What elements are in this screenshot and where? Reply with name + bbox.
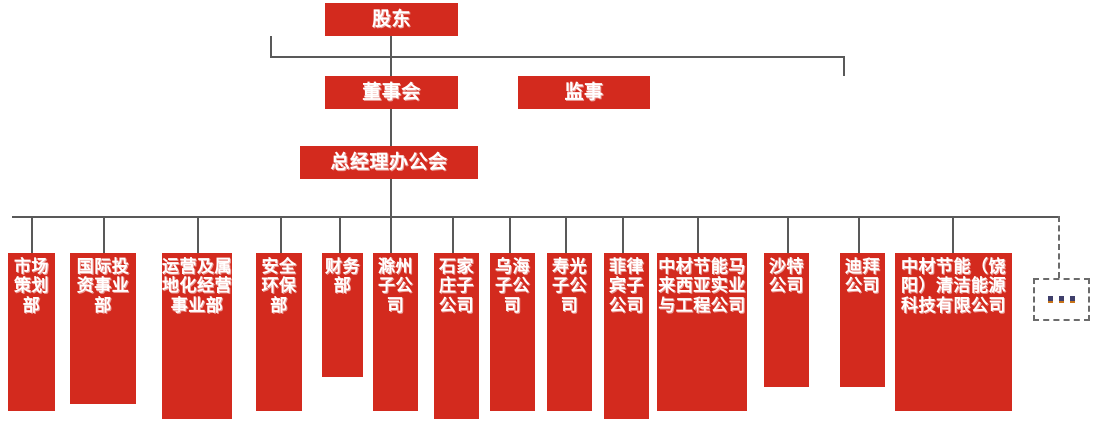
node-label: 沙特公司 [769,257,804,296]
node-malaysia[interactable]: 中材节能马来西亚实业与工程公司 [657,253,747,411]
ellipsis-icon [1048,296,1075,303]
node-label: 市场策划部 [14,257,49,315]
node-label: 股东 [371,8,411,30]
node-board[interactable]: 董事会 [325,76,458,109]
node-label: 运营及属地化经营事业部 [162,257,232,315]
drop-ops-localization [197,216,199,253]
drop-more-placeholder [1058,216,1060,278]
node-chuzhou[interactable]: 滁州子公司 [373,253,418,411]
node-label: 寿光子公司 [552,257,587,315]
node-label: 中材节能（饶阳）清洁能源科技有限公司 [901,257,1006,315]
node-wuhai[interactable]: 乌海子公司 [490,253,535,411]
node-supervisor[interactable]: 监事 [518,76,650,109]
node-label: 国际投资事业部 [76,257,130,315]
drop-chuzhou [390,216,392,253]
node-shijiazhuang[interactable]: 石家庄子公司 [434,253,479,419]
drop-market-planning [31,216,33,253]
node-shouguang[interactable]: 寿光子公司 [547,253,592,411]
node-more-placeholder[interactable] [1033,278,1090,321]
node-label: 菲律宾子公司 [609,257,644,315]
connector-level4-bus [12,216,1059,218]
drop-finance [339,216,341,253]
node-label: 滁州子公司 [378,257,413,315]
drop-philippines [622,216,624,253]
connector-supervisor-up [843,56,845,76]
node-safety-env[interactable]: 安全环保部 [256,253,302,411]
node-intl-investment[interactable]: 国际投资事业部 [70,253,136,404]
connector-board-down [390,109,392,146]
node-label: 总经理办公会 [330,151,448,173]
connector-level2-bus [270,56,845,58]
node-label: 监事 [564,81,604,103]
node-shareholders[interactable]: 股东 [325,3,458,36]
node-label: 财务部 [325,257,360,296]
node-ops-localization[interactable]: 运营及属地化经营事业部 [162,253,232,419]
connector-shareholders-down [270,36,272,58]
drop-saudi [787,216,789,253]
drop-raoyang [952,216,954,253]
node-label: 中材节能马来西亚实业与工程公司 [658,257,746,315]
node-label: 乌海子公司 [495,257,530,315]
drop-shijiazhuang [452,216,454,253]
node-finance[interactable]: 财务部 [322,253,363,377]
node-market-planning[interactable]: 市场策划部 [8,253,55,411]
drop-shouguang [565,216,567,253]
node-label: 安全环保部 [261,257,297,315]
node-label: 石家庄子公司 [439,257,474,315]
drop-dubai [858,216,860,253]
connector-board-up [390,36,392,76]
node-dubai[interactable]: 迪拜公司 [840,253,885,387]
drop-safety-env [280,216,282,253]
drop-malaysia [697,216,699,253]
node-philippines[interactable]: 菲律宾子公司 [604,253,649,419]
node-saudi[interactable]: 沙特公司 [764,253,809,387]
drop-intl-investment [103,216,105,253]
node-label: 迪拜公司 [845,257,880,296]
node-label: 董事会 [362,81,421,103]
connector-gm-down [390,179,392,217]
node-gm-office[interactable]: 总经理办公会 [300,146,478,179]
drop-wuhai [509,216,511,253]
node-raoyang[interactable]: 中材节能（饶阳）清洁能源科技有限公司 [895,253,1012,411]
